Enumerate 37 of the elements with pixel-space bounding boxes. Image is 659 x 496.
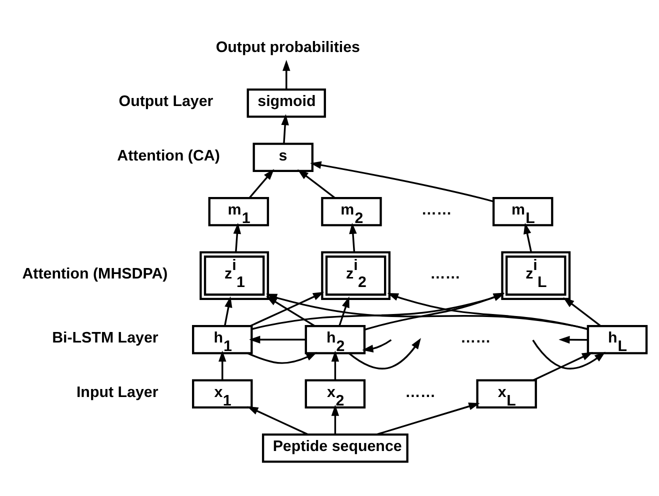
arrow <box>349 222 357 252</box>
node-box: s <box>252 142 314 172</box>
arrow <box>233 222 242 252</box>
arrow <box>362 338 392 352</box>
arrow <box>532 339 606 369</box>
arrow <box>218 350 226 380</box>
arrow <box>224 296 232 326</box>
arrow <box>338 296 350 326</box>
arrow <box>331 404 340 434</box>
node-text: Output probabilities <box>216 38 360 56</box>
arrow <box>250 291 324 326</box>
label: Input Layer <box>76 383 158 400</box>
node-box: Peptide sequence <box>262 432 408 462</box>
label: …… <box>460 329 491 346</box>
arrow <box>376 402 480 435</box>
label: Output Layer <box>118 92 214 110</box>
arrow <box>331 350 340 380</box>
arrow <box>348 337 421 369</box>
label: Attention (CA) <box>117 146 220 164</box>
arrow <box>524 222 532 252</box>
arrow <box>558 335 588 344</box>
arrow <box>297 168 336 198</box>
arrow <box>533 352 594 380</box>
arrow <box>247 352 318 364</box>
arrow <box>282 59 290 89</box>
label: Attention (MHSDPA) <box>22 265 168 282</box>
arrow <box>248 168 274 198</box>
label: …… <box>430 265 460 282</box>
label: Bi-LSTM Layer <box>52 329 158 346</box>
label: …… <box>405 383 436 400</box>
arrow <box>249 335 306 343</box>
arrow <box>563 296 602 326</box>
arrow <box>281 114 289 144</box>
arrow <box>247 406 308 435</box>
arrow <box>310 160 494 202</box>
label: …… <box>421 201 452 218</box>
node-box: sigmoid <box>246 88 326 118</box>
